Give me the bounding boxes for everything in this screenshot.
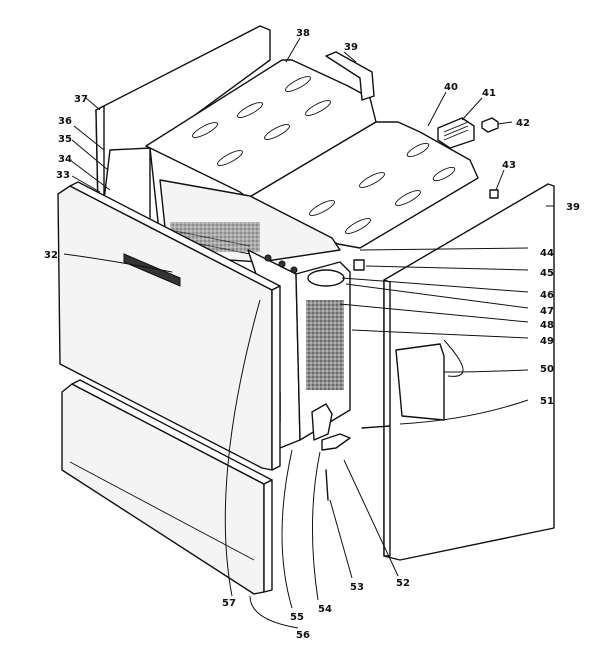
label-56: 56: [296, 630, 310, 641]
label-50: 50: [540, 364, 554, 375]
storage-drawer: [61, 379, 273, 595]
label-44: 44: [540, 248, 554, 259]
label-32: 32: [44, 250, 58, 261]
vent-grille: [437, 117, 475, 149]
label-55: 55: [290, 612, 304, 623]
label-39-right: 39: [566, 202, 580, 213]
label-41: 41: [482, 88, 496, 99]
clip-part-45: [353, 259, 365, 271]
label-45: 45: [540, 268, 554, 279]
label-36: 36: [58, 116, 72, 127]
clip-part-43: [489, 189, 499, 199]
label-38: 38: [296, 28, 310, 39]
label-53: 53: [350, 582, 364, 593]
oven-door: [57, 181, 281, 471]
label-35: 35: [58, 134, 72, 145]
label-42: 42: [516, 118, 530, 129]
label-47: 47: [540, 306, 554, 317]
label-52: 52: [396, 578, 410, 589]
door-latch: [311, 403, 391, 501]
label-54: 54: [318, 604, 332, 615]
hinge-plate: [395, 343, 445, 421]
label-49: 49: [540, 336, 554, 347]
small-clip: [481, 117, 499, 133]
label-43: 43: [502, 160, 516, 171]
label-57: 57: [222, 598, 236, 609]
label-34: 34: [58, 154, 72, 165]
label-40: 40: [444, 82, 458, 93]
label-46: 46: [540, 290, 554, 301]
cooktop-right-panel: [247, 121, 479, 249]
label-48: 48: [540, 320, 554, 331]
label-33: 33: [56, 170, 70, 181]
part-labels: 37 38 39 40 41 42 36 35 34 33 43 39 32 4…: [44, 28, 580, 641]
label-39-top: 39: [344, 42, 358, 53]
leader-lines: [63, 37, 554, 629]
label-51: 51: [540, 396, 554, 407]
label-37: 37: [74, 94, 88, 105]
top-bracket: [325, 51, 375, 101]
